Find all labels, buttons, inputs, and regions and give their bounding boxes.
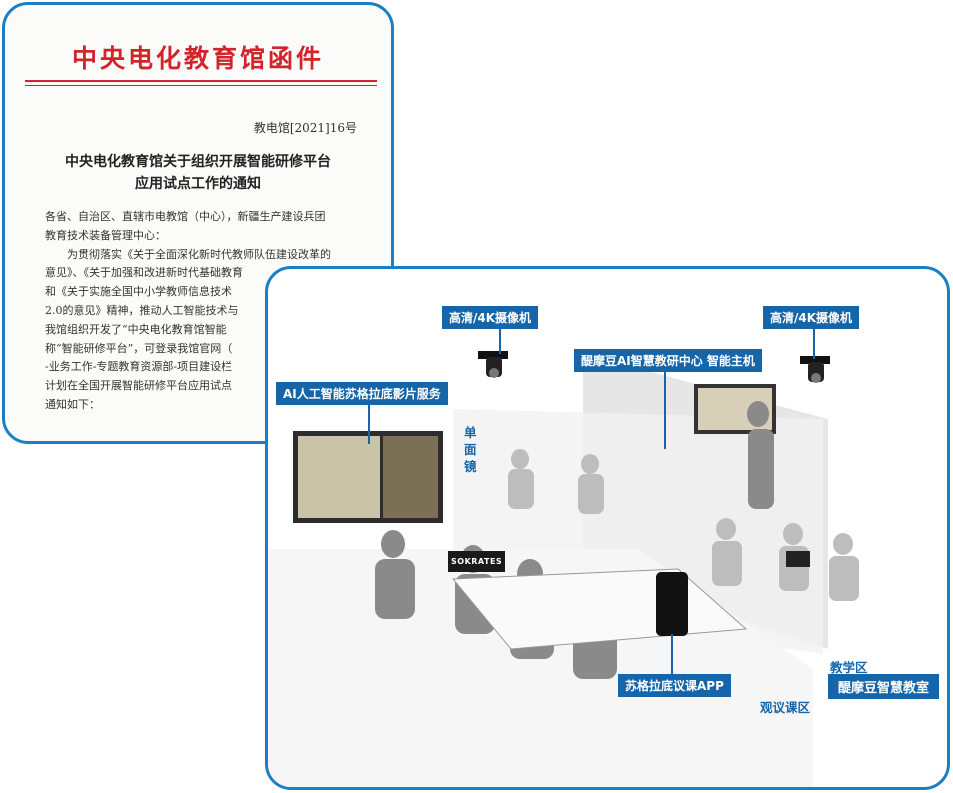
camera-icon-left: [478, 351, 508, 378]
document-title: 中央电化教育馆关于组织开展智能研修平台 应用试点工作的通知: [5, 151, 391, 195]
body-line: 为贯彻落实《关于全面深化新时代教师队伍建设改革的: [45, 247, 331, 261]
camera-icon-right: [800, 356, 830, 383]
body-line: 2.0的意见》精神，推动人工智能技术与: [45, 303, 239, 317]
body-line: 各省、自治区、直辖市电教馆（中心），新疆生产建设兵团: [45, 210, 326, 223]
letterhead-rule: [25, 80, 377, 82]
title-line: 应用试点工作的通知: [135, 176, 261, 192]
notice-document: 中央电化教育馆函件 教电馆[2021]16号 中央电化教育馆关于组织开展智能研修…: [2, 2, 394, 444]
body-line: 教育技术装备管理中心：: [45, 228, 166, 242]
letterhead: 中央电化教育馆函件: [71, 44, 324, 73]
classroom-diagram: SOKRATES 高清/4K摄像机 高清/4K摄像机 醍摩豆AI智慧教研中心 智…: [265, 266, 950, 790]
letterhead-rule-thin: [25, 85, 377, 86]
callout-line: [368, 399, 370, 444]
one-way-mirror-label: 单 面 镜: [464, 425, 477, 474]
callout-line: [499, 329, 501, 354]
body-line: 意见》、《关于加强和改进新时代基础教育: [45, 266, 243, 280]
classroom-illustration: [268, 354, 859, 787]
camera-label-left: 高清/4K摄像机: [442, 306, 539, 329]
body-line: 我馆组织开发了“中央电化教育馆智能: [45, 322, 227, 336]
body-line: 和《关于实施全国中小学教师信息技术: [45, 285, 232, 299]
camera-label-right: 高清/4K摄像机: [763, 306, 860, 329]
body-line: 计划在全国开展智能研修平台应用试点: [45, 379, 232, 393]
classroom-label: 醍摩豆智慧教室: [828, 674, 940, 699]
host-label: 醍摩豆AI智慧教研中心 智能主机: [574, 349, 762, 372]
document-body: 各省、自治区、直辖市电教馆（中心），新疆生产建设兵团 教育技术装备管理中心： 为…: [45, 208, 385, 415]
teaching-zone-label: 教学区: [830, 660, 868, 675]
callout-line: [664, 369, 666, 449]
phone-app: [656, 572, 688, 636]
callout-line: [813, 329, 815, 359]
laptop-screen-brand: SOKRATES: [448, 551, 506, 572]
document-number: 教电馆[2021]16号: [253, 121, 357, 135]
body-line: -业务工作-专题教育资源部-项目建设栏: [45, 360, 233, 374]
ai-service-label: AI人工智能苏格拉底影片服务: [276, 382, 448, 405]
observation-zone-label: 观议课区: [760, 700, 811, 715]
body-line: 称“智能研修平台”，可登录我馆官网（: [45, 341, 233, 355]
title-line: 中央电化教育馆关于组织开展智能研修平台: [65, 154, 331, 170]
callout-line: [671, 634, 673, 674]
tablet: [786, 551, 810, 567]
body-line: 通知如下：: [45, 397, 100, 411]
app-label: 苏格拉底议课APP: [618, 674, 731, 697]
